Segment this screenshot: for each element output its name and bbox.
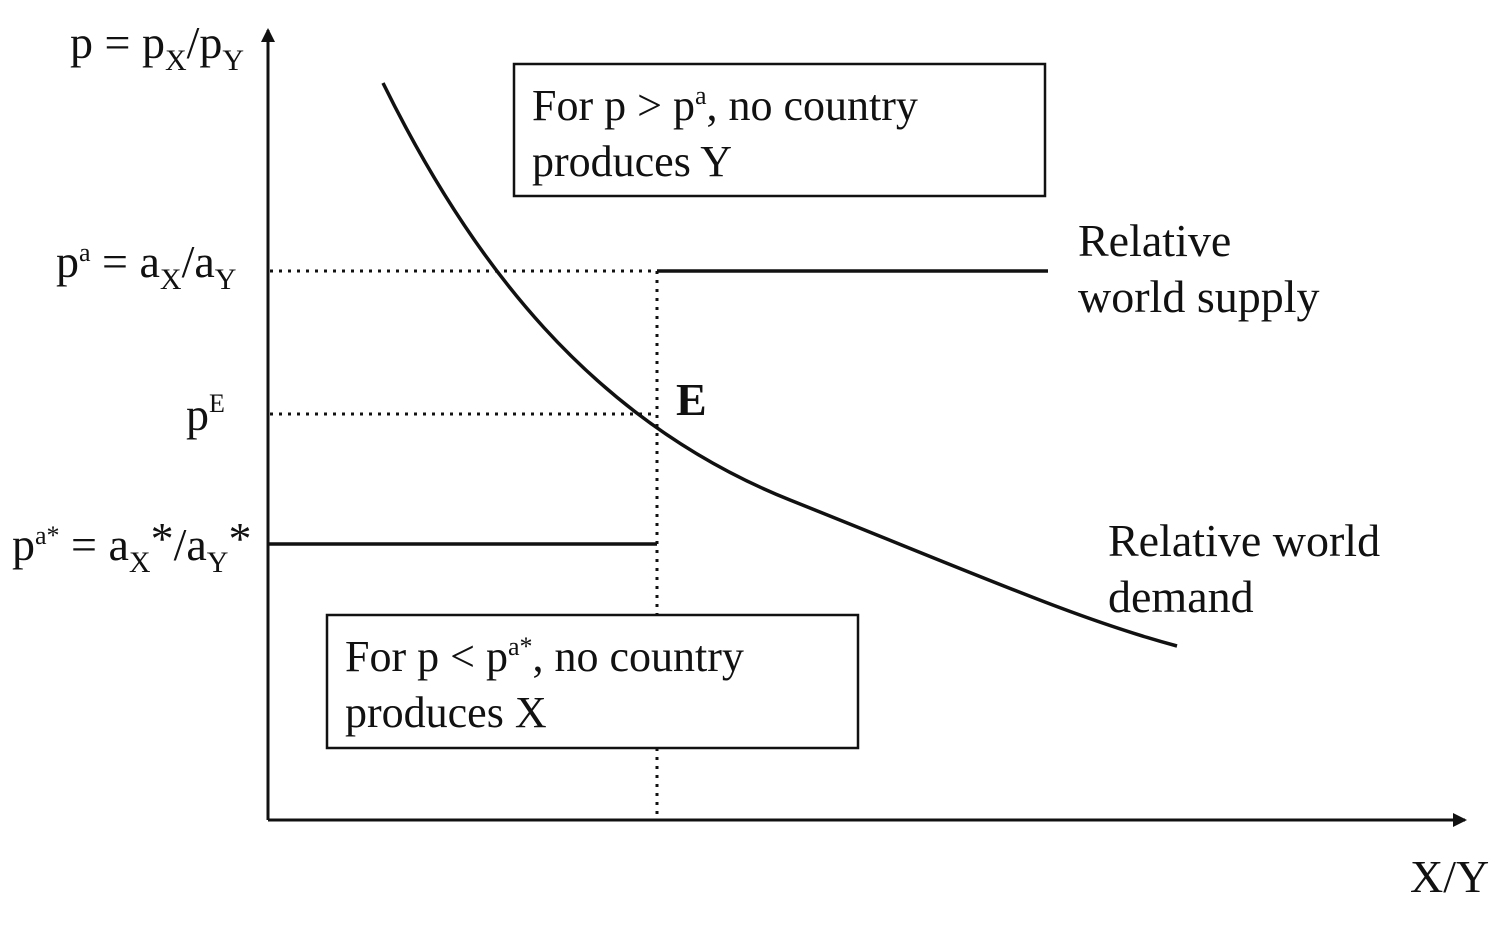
svg-text:produces Y: produces Y (532, 137, 732, 186)
supply-label: Relative world supply (1078, 215, 1320, 322)
relative-supply-curve (268, 269, 1048, 546)
relative-demand-curve (381, 82, 1178, 648)
svg-text:For p > pa, no country: For p > pa, no country (532, 81, 918, 130)
pe-label: pE (186, 389, 225, 440)
demand-label: Relative world demand (1108, 515, 1392, 622)
svg-text:For p < pa*, no country: For p < pa*, no country (345, 632, 744, 681)
annotation-box-top: For p > pa, no country produces Y (512, 62, 1047, 198)
y-axis-label: p = pX/pY (70, 17, 244, 77)
svg-text:produces X: produces X (345, 688, 547, 737)
annotation-box-bottom: For p < pa*, no country produces X (325, 613, 860, 750)
x-axis-label: X/Y (1410, 851, 1489, 902)
equilibrium-label: E (676, 374, 707, 425)
pa-star-label: pa* = aX*/aY* (12, 513, 251, 579)
pa-label: pa = aX/aY (56, 236, 236, 296)
